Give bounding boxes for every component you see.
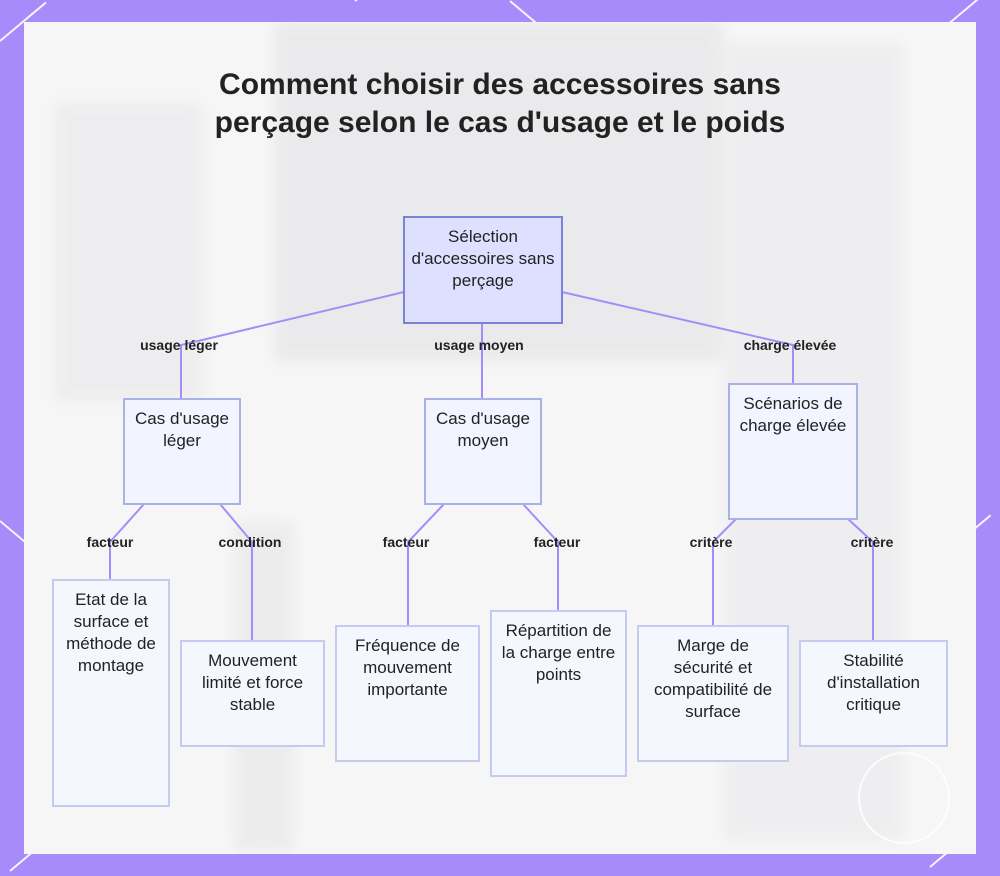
surface-mounting-node: Etat de la surface et méthode de montage [52,579,170,807]
background-shape [54,102,204,402]
edge-root-light [180,291,405,398]
load-distribution-node: Répartition de la charge entre points [490,610,627,777]
edge-label-factor: facteur [382,534,430,550]
installation-stability-node: Stabilité d'installation critique [799,640,948,747]
edge-light-movement [219,503,253,640]
edge-label-factor: facteur [533,534,581,550]
edge-medium-distribution [522,503,559,610]
edge-label-usage-medium: usage moyen [434,337,524,353]
edge-heavy-stability [847,518,874,640]
edge-light-surface [109,503,145,579]
movement-frequency-node: Fréquence de mouvement importante [335,625,480,762]
medium-usage-node: Cas d'usage moyen [424,398,542,505]
limited-movement-node: Mouvement limité et force stable [180,640,325,747]
safety-margin-node: Marge de sécurité et compatibilité de su… [637,625,789,762]
edge-heavy-margin [712,518,737,625]
edge-layer [109,291,874,640]
frame-decoration [354,0,387,2]
diagram-title: Comment choisir des accessoires sans per… [214,68,786,139]
edge-label-criterion: critère [689,534,733,550]
watermark-logo-icon [858,752,950,844]
edge-label-factor: facteur [86,534,134,550]
heavy-load-node: Scénarios de charge élevée [728,383,858,520]
diagram-canvas: Comment choisir des accessoires sans per… [24,22,976,854]
edge-root-heavy [561,291,794,383]
edge-label-criterion: critère [850,534,894,550]
root-node: Sélection d'accessoires sans perçage [403,216,563,324]
edge-medium-frequency [407,503,445,625]
edge-label-condition: condition [218,534,282,550]
edge-label-heavy-load: charge élevée [743,337,837,353]
edge-label-usage-light: usage léger [140,337,218,353]
light-usage-node: Cas d'usage léger [123,398,241,505]
